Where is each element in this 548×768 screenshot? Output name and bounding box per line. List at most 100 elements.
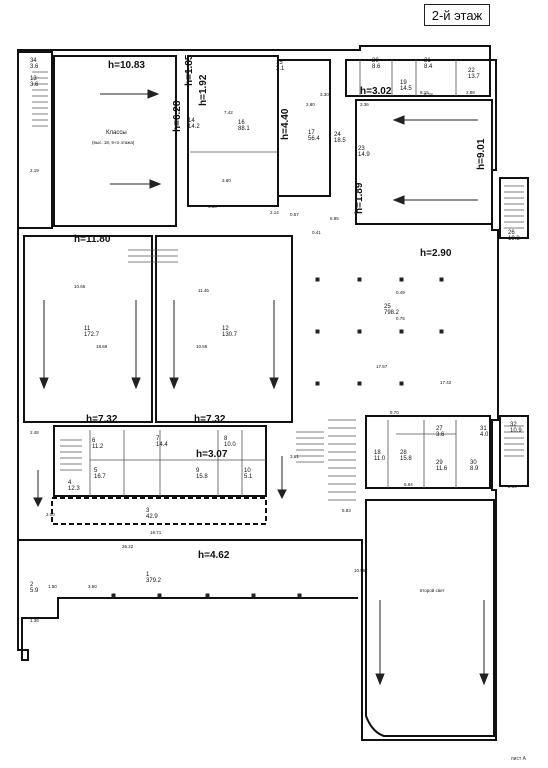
sheet-label: лист А bbox=[510, 756, 526, 762]
dimension: 7.42 bbox=[224, 110, 233, 115]
room-label: 29 11.6 bbox=[436, 460, 448, 472]
stair-shaft-right bbox=[499, 177, 529, 239]
room-label: 10 5.1 bbox=[244, 468, 253, 480]
dimension: 17.42 bbox=[440, 380, 452, 385]
room-label: 30 8.9 bbox=[470, 460, 479, 472]
floor-label: 2-й этаж bbox=[424, 4, 490, 26]
room-label: 20 8.6 bbox=[372, 58, 381, 70]
dimension: 10.66 bbox=[74, 284, 86, 289]
height-label: h=7.32 bbox=[194, 414, 226, 425]
room-label: 13 3.6 bbox=[30, 76, 39, 88]
room-label: 28 15.8 bbox=[400, 450, 412, 462]
room-label: 31 4.0 bbox=[480, 426, 489, 438]
room-label: 26 19.3 bbox=[508, 230, 520, 242]
dimension: 26.22 bbox=[122, 544, 134, 549]
dimension: 3.36 bbox=[360, 102, 369, 107]
room-label: 24 18.5 bbox=[334, 132, 346, 144]
dimension: 2.00 bbox=[46, 512, 55, 517]
height-label: h=4.40 bbox=[280, 108, 291, 140]
wall-room-12 bbox=[155, 235, 293, 423]
room-label: 8 10.0 bbox=[224, 436, 236, 448]
height-label: h=7.32 bbox=[86, 414, 118, 425]
wall-upper-row bbox=[345, 59, 491, 97]
dimension: 17.57 bbox=[376, 364, 388, 369]
dimension: 0.57 bbox=[290, 212, 299, 217]
dimension: 1.50 bbox=[48, 584, 57, 589]
room-label: 7 14.4 bbox=[156, 436, 168, 448]
room-label: 2 5.9 bbox=[30, 582, 39, 594]
void-label: второй свет bbox=[420, 588, 445, 593]
dimension: 0.49 bbox=[396, 290, 405, 295]
height-label: h=1.85 bbox=[184, 54, 195, 86]
room-label: 14 14.2 bbox=[188, 118, 200, 130]
room-label: 9 15.8 bbox=[196, 468, 208, 480]
wall-right-offices bbox=[365, 415, 491, 489]
room-note: (выс. 18, 9-го этажа) bbox=[92, 140, 135, 145]
dimension: 2.88 bbox=[466, 90, 475, 95]
dimension: 3.61 bbox=[290, 454, 299, 459]
room-label: 6 11.2 bbox=[92, 438, 104, 450]
room-label: 18 11.0 bbox=[374, 450, 386, 462]
dimension: 0.41 bbox=[312, 230, 321, 235]
dimension: 18.71 bbox=[150, 530, 162, 535]
room-label: 17 56.4 bbox=[308, 130, 320, 142]
stair-shaft-right-2 bbox=[499, 415, 529, 487]
wall-room-17 bbox=[278, 59, 331, 197]
height-label: h=10.83 bbox=[108, 60, 145, 71]
dimension: 3.60 bbox=[222, 178, 231, 183]
dimension: 10.56 bbox=[354, 568, 366, 573]
room-label: 12 130.7 bbox=[222, 326, 238, 338]
room-label: 16 88.1 bbox=[238, 120, 250, 132]
height-label: h=4.62 bbox=[198, 550, 230, 561]
wall-classes bbox=[53, 55, 177, 227]
room-label: 1 379.2 bbox=[146, 572, 162, 584]
height-label: h=6.28 bbox=[172, 100, 183, 132]
height-label: h=3.07 bbox=[196, 449, 228, 460]
dimension: 5.84 bbox=[404, 482, 413, 487]
dimension: 1.36 bbox=[30, 618, 39, 623]
dimension: 4.50 bbox=[208, 204, 217, 209]
dimension: 2.19 bbox=[30, 168, 39, 173]
room-label: 34 3.6 bbox=[30, 58, 39, 70]
dimension: 18.69 bbox=[96, 344, 108, 349]
wall-room-13 bbox=[17, 51, 53, 229]
dimension: 3.30 bbox=[320, 92, 329, 97]
wall-room-11 bbox=[23, 235, 153, 423]
room-label: 21 8.4 bbox=[424, 58, 433, 70]
height-label: h=11.80 bbox=[74, 234, 111, 245]
dimension: 6.18 bbox=[424, 92, 433, 97]
void-outline bbox=[365, 499, 495, 737]
room-label: 19 14.5 bbox=[400, 80, 412, 92]
outer-wall-lower bbox=[17, 540, 358, 661]
dimension: 5.83 bbox=[342, 508, 351, 513]
height-label: h=1.89 bbox=[354, 182, 365, 214]
room-label: 32 10.9 bbox=[510, 422, 522, 434]
height-label: h=3.02 bbox=[360, 86, 392, 97]
dimension: 2.14 bbox=[270, 210, 279, 215]
room-label: 4 12.3 bbox=[68, 480, 80, 492]
room-label: 25 798.2 bbox=[384, 304, 400, 316]
dimension: 11.46 bbox=[198, 288, 209, 293]
height-label: h=1.92 bbox=[198, 74, 209, 106]
room-label: 23 14.9 bbox=[358, 146, 370, 158]
dimension: 6.95 bbox=[330, 216, 339, 221]
wall-room-16 bbox=[187, 55, 279, 207]
dimension: 3.50 bbox=[88, 584, 97, 589]
height-label: h=9.01 bbox=[476, 138, 487, 170]
room-label: 5 16.7 bbox=[94, 468, 106, 480]
dimension: 2.19 bbox=[508, 484, 517, 489]
room-label: 11 172.7 bbox=[84, 326, 100, 338]
room-name: Классы bbox=[106, 130, 127, 136]
wall-room-23 bbox=[355, 99, 493, 225]
dimension: 0.75 bbox=[396, 316, 405, 321]
dimension: 8.70 bbox=[390, 410, 399, 415]
height-label: h=2.90 bbox=[420, 248, 452, 259]
wall-room-3 bbox=[51, 497, 267, 525]
room-label: 27 3.6 bbox=[436, 426, 445, 438]
dimension: 8.15 bbox=[420, 90, 429, 95]
dimension: 10.55 bbox=[196, 344, 208, 349]
room-label: 22 13.7 bbox=[468, 68, 480, 80]
dimension: 2.80 bbox=[306, 102, 315, 107]
room-label: 3 42.9 bbox=[146, 508, 158, 520]
room-label: 15 3.1 bbox=[276, 60, 285, 72]
